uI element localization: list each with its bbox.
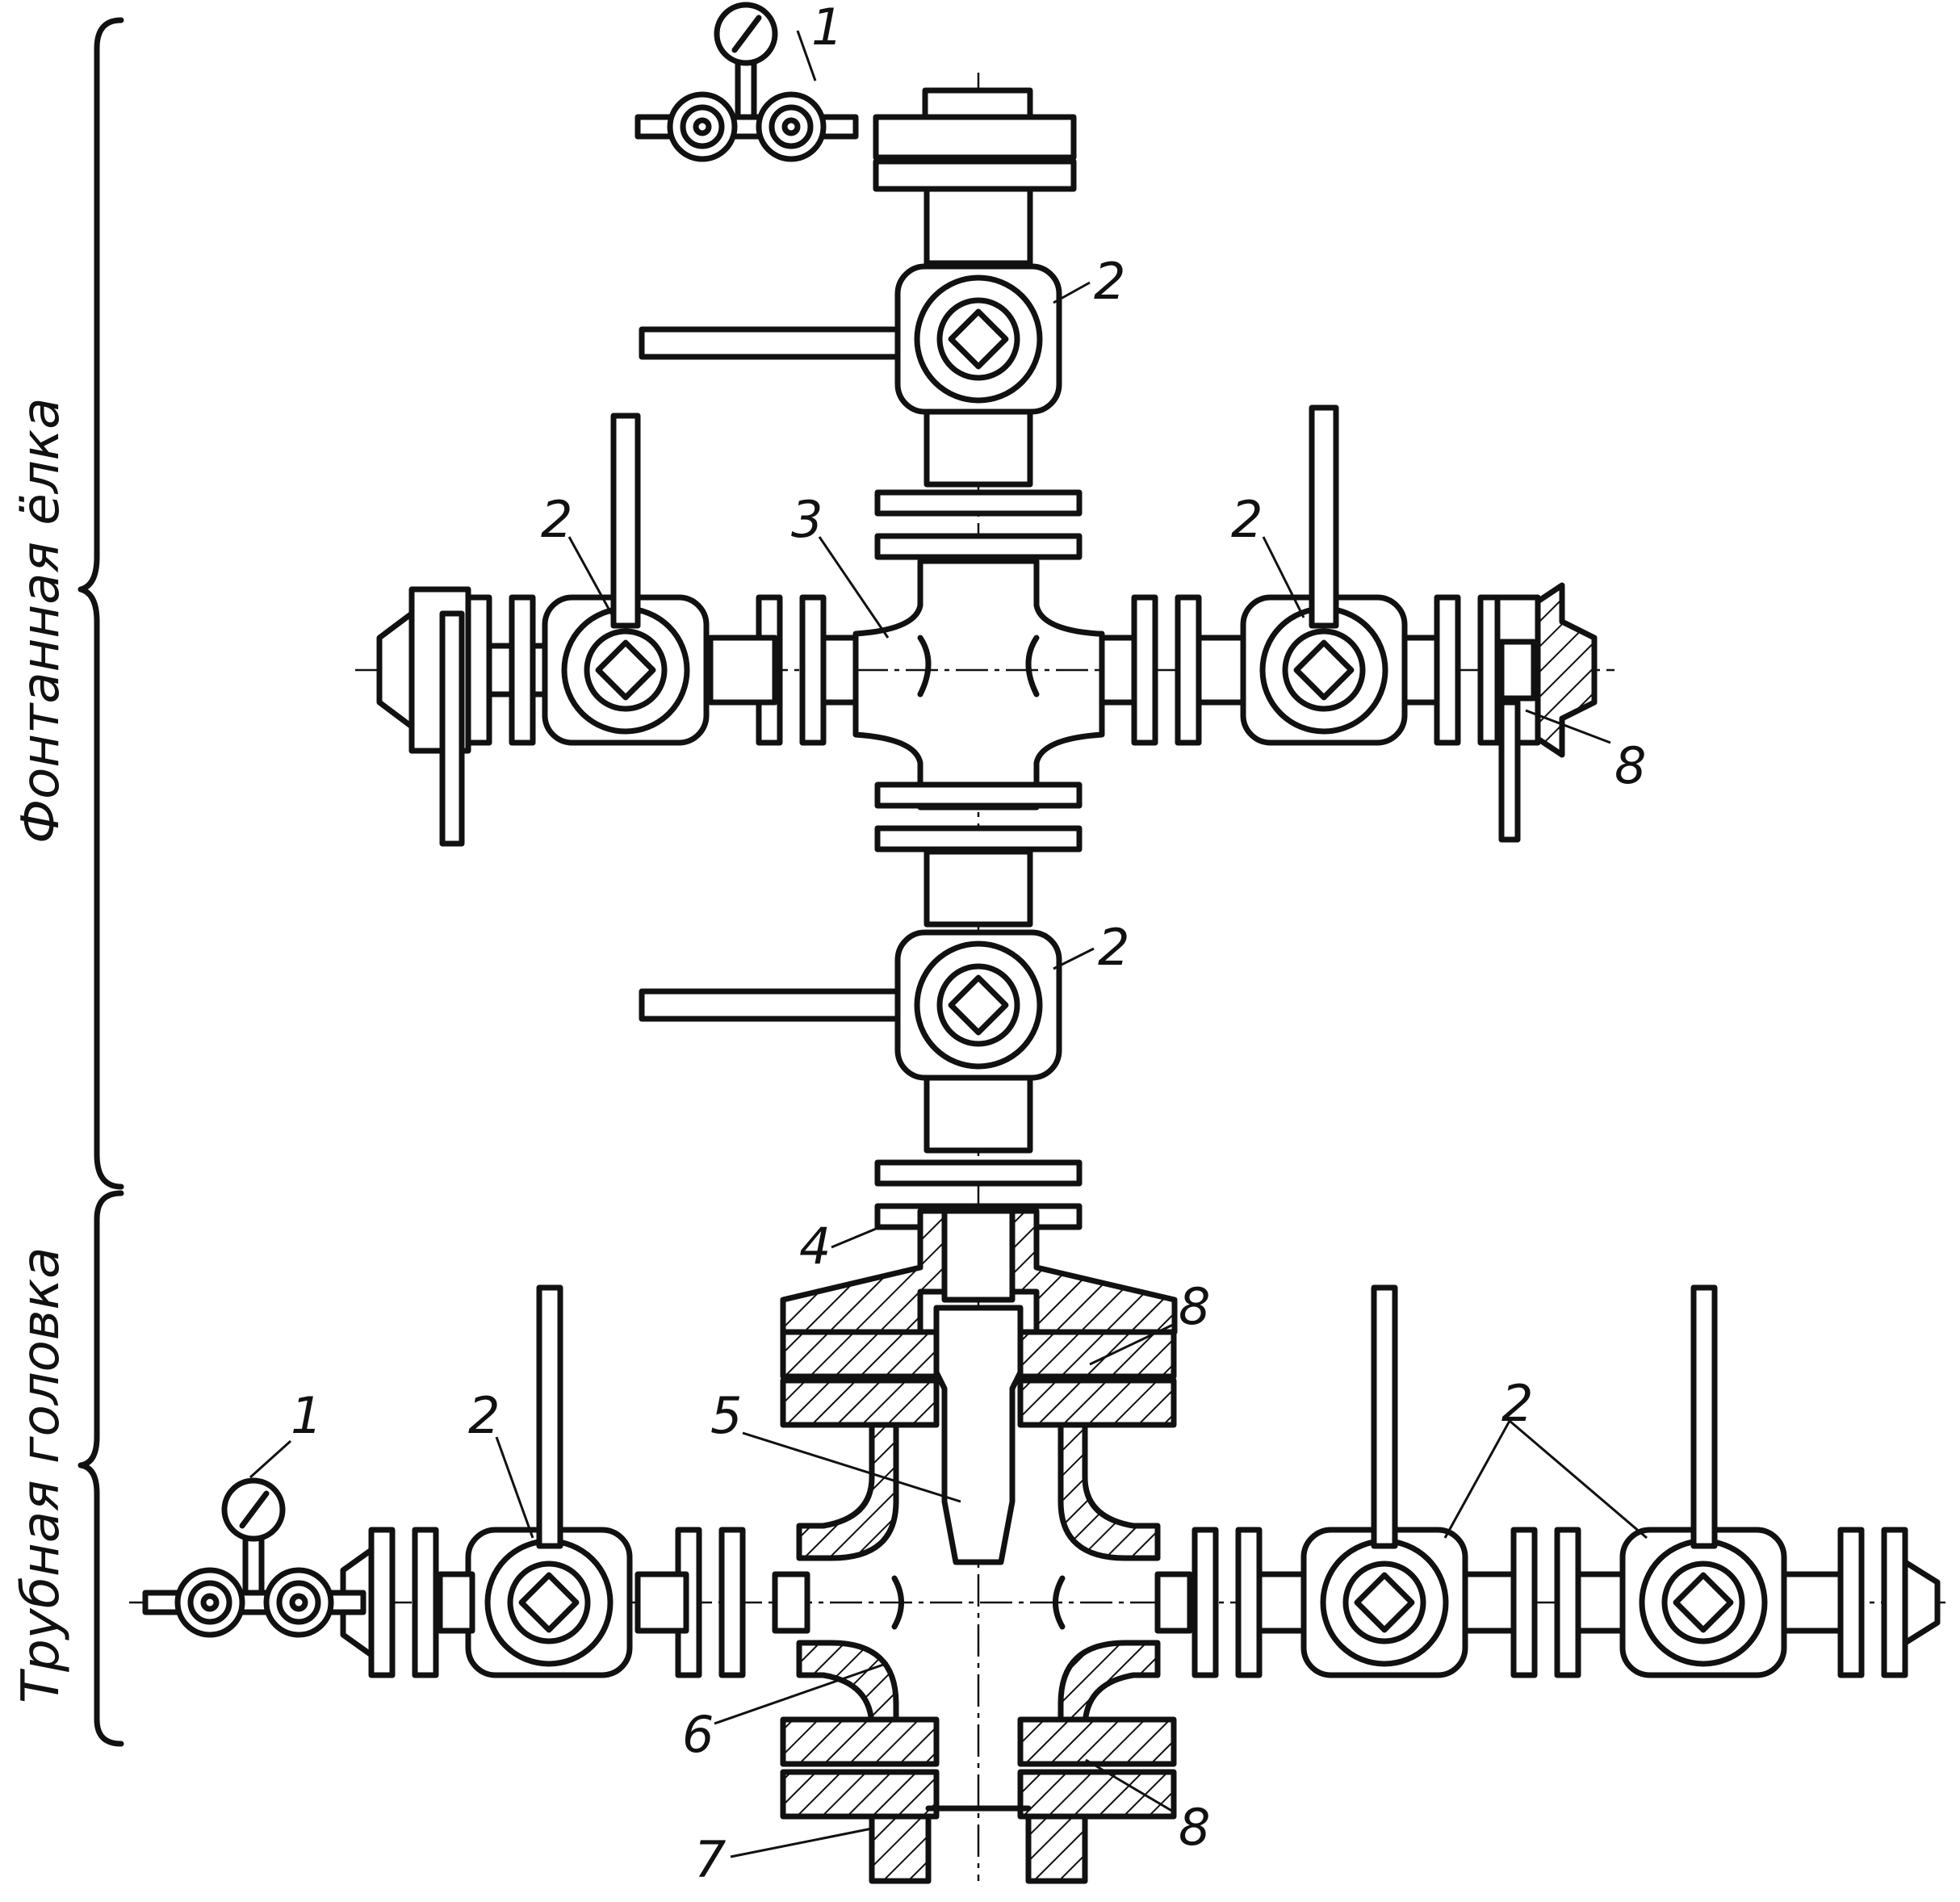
callout-gauge-top: 1 <box>811 0 843 57</box>
callout-choke-right: 8 <box>1614 736 1646 795</box>
callout-valve-top: 2 <box>1094 252 1125 311</box>
hanger-plug <box>933 1305 1024 1565</box>
callout-gauge-left: 1 <box>291 1386 322 1445</box>
bracket-christmas-tree <box>77 17 124 1190</box>
pipe-mid-segment <box>923 848 1033 928</box>
callout-hanger-plug: 5 <box>710 1386 742 1445</box>
casing-head <box>869 1805 1088 1884</box>
callout-seal-upper: 8 <box>1179 1277 1210 1336</box>
right-branch-lower <box>1154 1284 1941 1675</box>
left-branch-lower <box>145 1284 810 1675</box>
valve-top <box>639 266 1059 412</box>
tubing-head-upper-flange <box>780 1329 1177 1428</box>
callout-valve-right-lower: 2 <box>1501 1374 1533 1433</box>
callout-valve-left-lower: 2 <box>468 1386 500 1445</box>
callout-flange-adapter: 4 <box>799 1217 831 1276</box>
callout-cross-upper: 3 <box>791 490 823 549</box>
callout-casing-head: 7 <box>694 1830 726 1889</box>
pipe-lower-segment <box>923 1075 1033 1154</box>
bracket-tubing-head <box>77 1190 124 1747</box>
callout-valve-left-upper: 2 <box>541 490 572 549</box>
top-cap <box>873 87 1077 266</box>
valve-middle <box>639 932 1059 1078</box>
pipe-top-segment <box>923 408 1033 488</box>
callout-seal-lower: 8 <box>1179 1798 1210 1857</box>
callout-valve-middle: 2 <box>1098 918 1129 977</box>
callout-cross-lower: 6 <box>682 1705 714 1764</box>
label-tubing-head: Трубная головка <box>11 1247 71 1703</box>
label-christmas-tree: Фонтанная ёлка <box>11 398 71 844</box>
right-branch-upper <box>1099 404 1598 843</box>
callout-valve-right-upper: 2 <box>1231 490 1263 549</box>
left-branch-upper <box>376 413 859 847</box>
leader-lines <box>249 281 1648 1858</box>
cross-upper <box>852 558 1105 811</box>
tubing-head-lower-flange <box>780 1716 1177 1820</box>
